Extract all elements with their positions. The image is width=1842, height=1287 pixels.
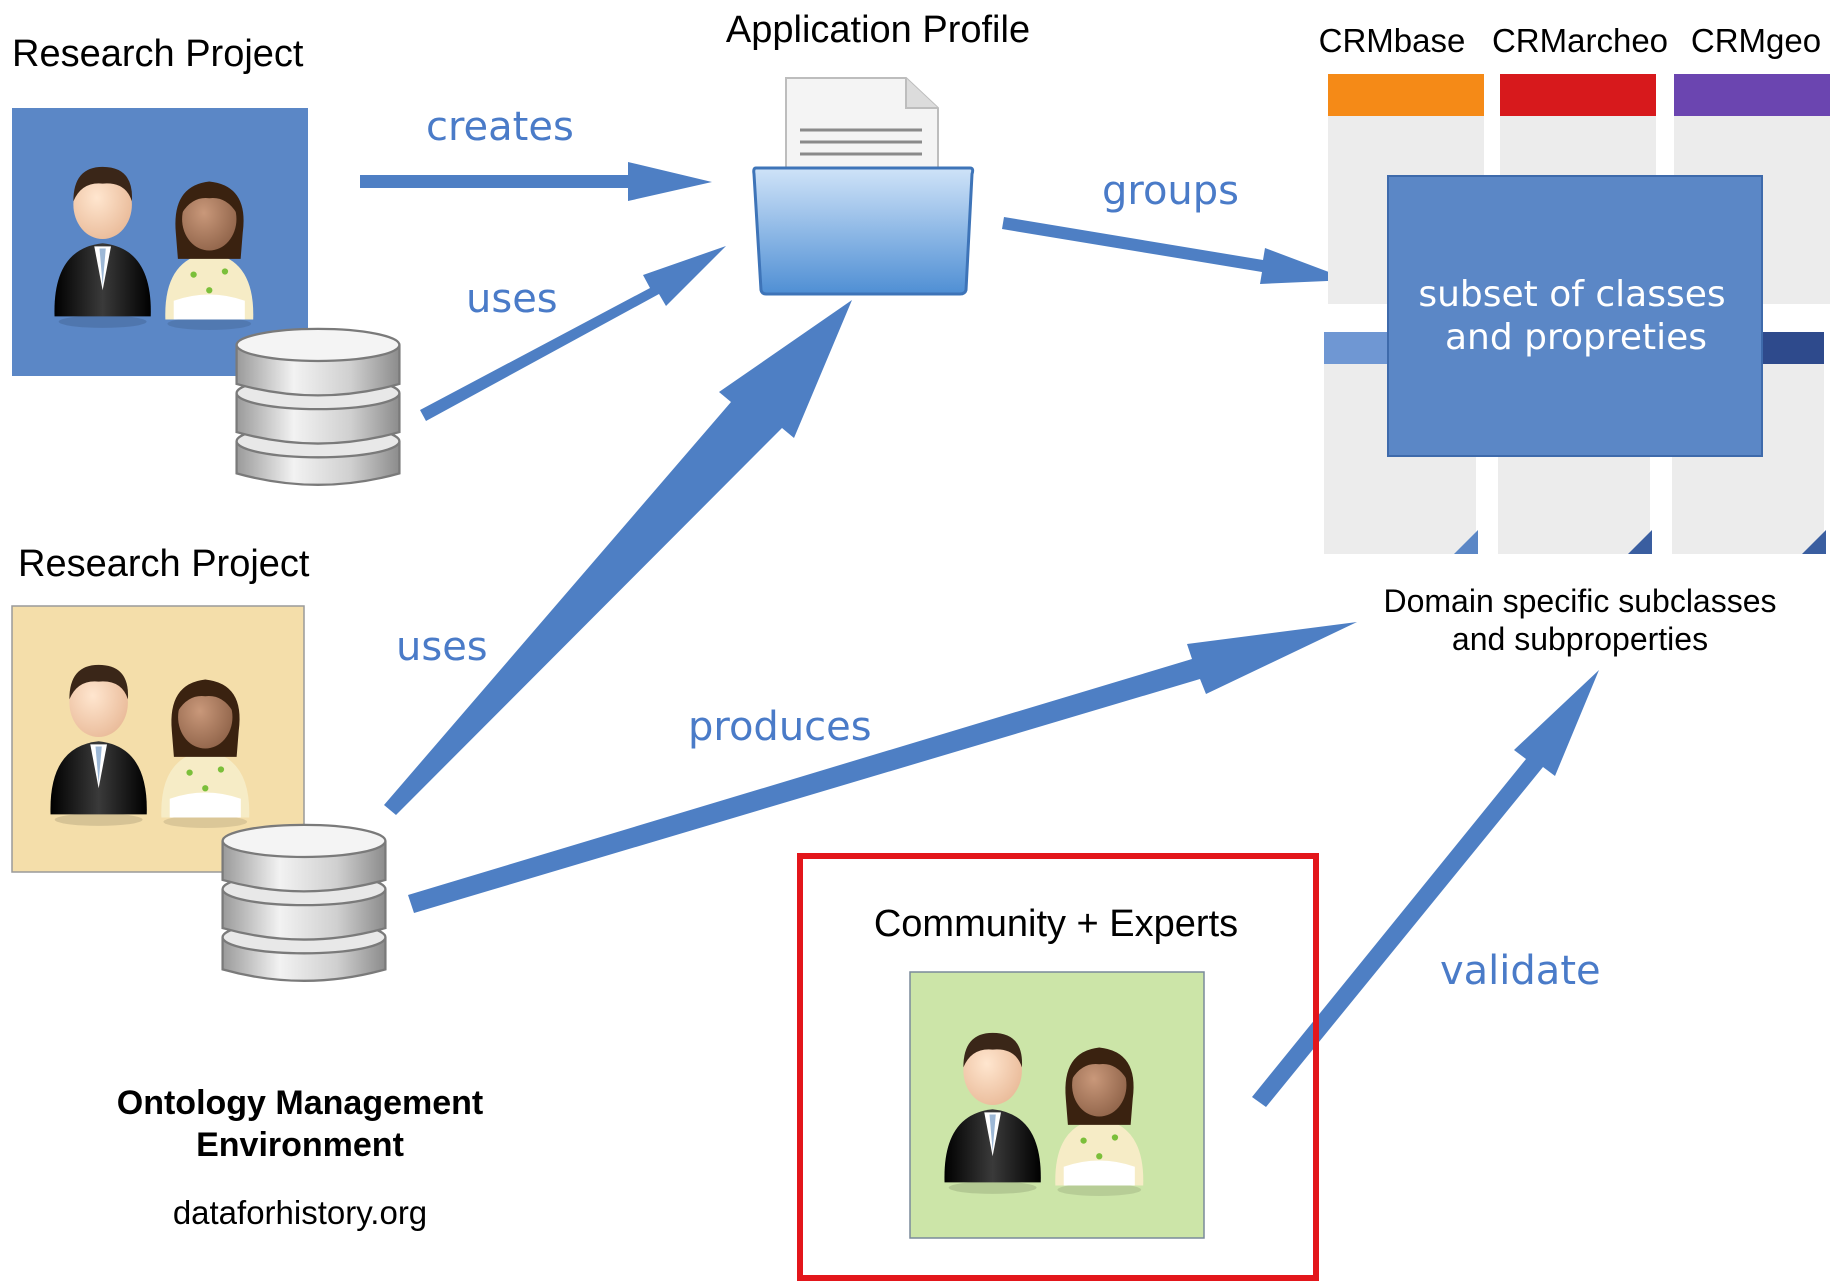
crm-modules: CRMbase CRMarcheo CRMgeo subset o [1319, 22, 1830, 554]
arrow-creates [360, 162, 712, 201]
arrow-uses-top [420, 246, 726, 421]
edge-label-creates: creates [426, 104, 574, 150]
research-project-1: Research Project [12, 33, 401, 486]
application-profile: Application Profile [726, 9, 1030, 296]
edge-label-produces: produces [688, 704, 872, 750]
arrow-validate [1252, 670, 1599, 1107]
research-project-2: Research Project [11, 543, 387, 982]
research-project-2-label: Research Project [18, 543, 310, 585]
database-icon [221, 823, 387, 982]
research-project-1-label: Research Project [12, 33, 304, 75]
footer-title-line1: Ontology Management [117, 1084, 483, 1122]
research-project-1-box [12, 108, 308, 376]
database-icon [235, 327, 401, 486]
subset-label-line2: and propreties [1445, 317, 1707, 358]
crm-module-label-base: CRMbase [1319, 22, 1466, 59]
crm-module-label-archeo: CRMarcheo [1492, 22, 1668, 59]
footer-title-line2: Environment [196, 1126, 404, 1164]
community-box [909, 971, 1205, 1239]
highlight-box [797, 853, 1319, 1281]
arrow-produces [408, 622, 1357, 913]
community-experts: Community + Experts [797, 853, 1319, 1281]
arrow-uses-bottom [384, 300, 852, 815]
domain-specific-line2: and subproperties [1452, 621, 1708, 657]
arrow-groups [1002, 217, 1350, 284]
subset-box [1387, 175, 1763, 457]
subset-label-line1: subset of classes [1418, 274, 1725, 315]
edge-label-validate: validate [1440, 948, 1601, 994]
domain-specific-line1: Domain specific subclasses [1383, 583, 1776, 619]
footer-url: dataforhistory.org [173, 1194, 427, 1231]
arrows [360, 162, 1599, 1107]
edge-label-groups: groups [1102, 168, 1239, 214]
application-profile-label: Application Profile [726, 9, 1030, 51]
edge-label-uses-top: uses [466, 276, 558, 322]
crm-module-label-geo: CRMgeo [1691, 22, 1821, 59]
community-label: Community + Experts [874, 903, 1238, 945]
folder-document-icon [752, 77, 975, 296]
edge-label-uses-bottom: uses [396, 624, 488, 670]
